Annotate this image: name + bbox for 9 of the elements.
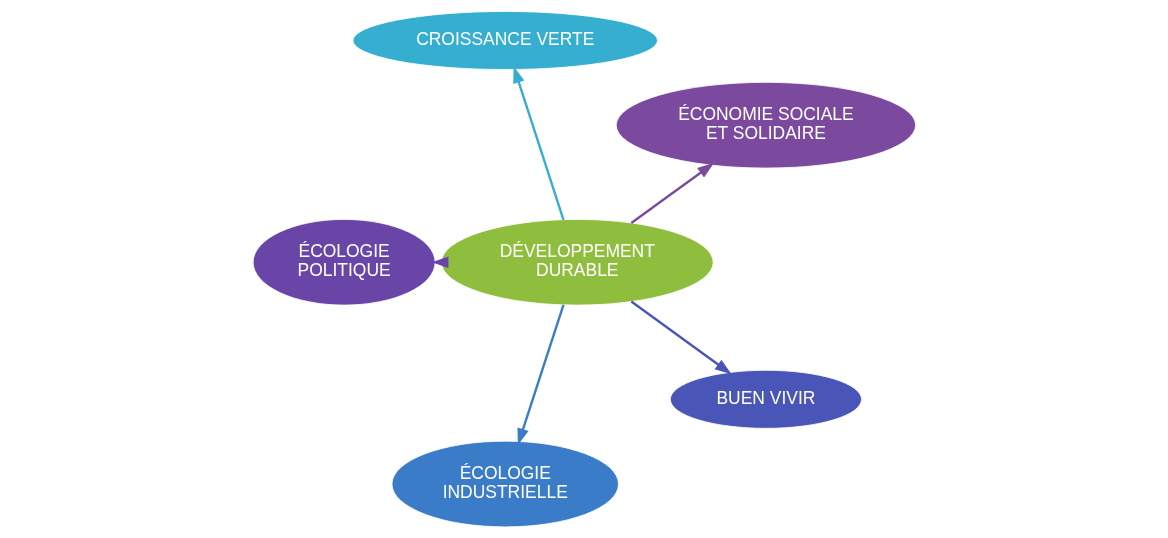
- node-ellipse: ÉCOLOGIE POLITIQUE: [252, 219, 435, 306]
- arrow: [431, 256, 448, 269]
- arrow: [512, 66, 565, 221]
- node-ellipse: ÉCONOMIE SOCIALE ET SOLIDAIRE: [615, 81, 916, 169]
- arrow: [630, 162, 714, 224]
- node-ellipse: CROISSANCE VERTE: [352, 11, 658, 70]
- arrow: [630, 300, 732, 375]
- node-ellipse: BUEN VIVIR: [669, 369, 862, 429]
- node-ellipse: ÉCOLOGIE INDUSTRIELLE: [391, 440, 619, 528]
